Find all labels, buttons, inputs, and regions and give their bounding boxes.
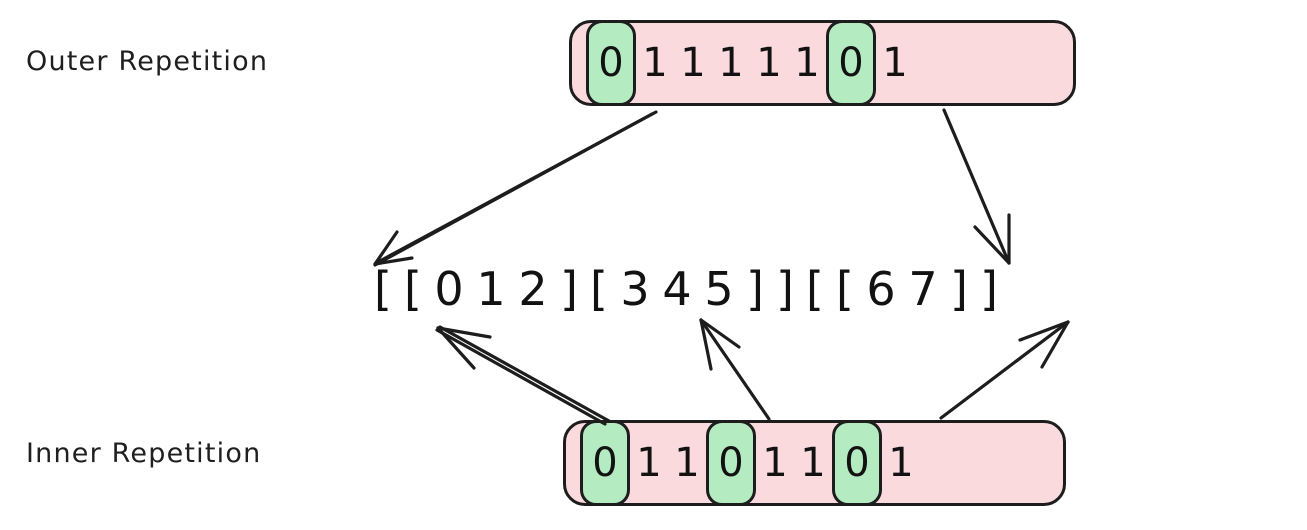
outer-sequence-cell-1[interactable]: 1 xyxy=(642,40,668,86)
outer-sequence-cell-5[interactable]: 1 xyxy=(794,40,820,86)
bracket-token-7: 3 xyxy=(620,262,650,316)
inner-sequence-cell-2[interactable]: 1 xyxy=(674,440,700,486)
inner-sequence-cell-5[interactable]: 1 xyxy=(800,440,826,486)
inner-sequence-cell-0[interactable]: 0 xyxy=(580,420,630,506)
arrow-inner-third-zero xyxy=(939,320,1070,420)
outer-sequence-cell-7[interactable]: 1 xyxy=(882,40,908,86)
bracket-token-17: ] xyxy=(980,262,998,316)
bracket-token-5: ] xyxy=(560,262,578,316)
arrow-inner-second-zero xyxy=(699,318,771,421)
bracket-token-16: ] xyxy=(950,262,968,316)
bracket-token-6: [ xyxy=(590,262,608,316)
inner-sequence-cell-1[interactable]: 1 xyxy=(636,440,662,486)
inner-sequence-cell-7[interactable]: 1 xyxy=(888,440,914,486)
bracket-token-10: ] xyxy=(746,262,764,316)
outer-sequence-cell-0[interactable]: 0 xyxy=(586,20,636,106)
inner-sequence-cell-6[interactable]: 0 xyxy=(832,420,882,506)
bracket-token-1: [ xyxy=(404,262,422,316)
outer-sequence-cell-3[interactable]: 1 xyxy=(718,40,744,86)
inner-repetition-label: Inner Repetition xyxy=(26,438,262,469)
bracket-token-8: 4 xyxy=(662,262,692,316)
bracket-token-14: 6 xyxy=(866,262,896,316)
bracket-token-9: 5 xyxy=(704,262,734,316)
arrow-outer-second-zero xyxy=(942,108,1011,265)
outer-sequence-cell-2[interactable]: 1 xyxy=(680,40,706,86)
outer-sequence-cell-4[interactable]: 1 xyxy=(756,40,782,86)
bracket-token-0: [ xyxy=(374,262,392,316)
bracket-token-15: 7 xyxy=(908,262,938,316)
outer-sequence-cell-6[interactable]: 0 xyxy=(826,20,876,106)
arrow-outer-first-zero xyxy=(373,110,658,267)
bracket-token-3: 1 xyxy=(476,262,506,316)
bracket-token-2: 0 xyxy=(434,262,464,316)
outer-repetition-label: Outer Repetition xyxy=(26,46,269,77)
bracket-token-11: ] xyxy=(776,262,794,316)
arrow-inner-first-zero xyxy=(435,325,611,426)
inner-sequence-cell-3[interactable]: 0 xyxy=(706,420,756,506)
bracket-token-12: [ xyxy=(806,262,824,316)
bracket-token-4: 2 xyxy=(518,262,548,316)
bracket-token-13: [ xyxy=(836,262,854,316)
inner-sequence-cell-4[interactable]: 1 xyxy=(762,440,788,486)
